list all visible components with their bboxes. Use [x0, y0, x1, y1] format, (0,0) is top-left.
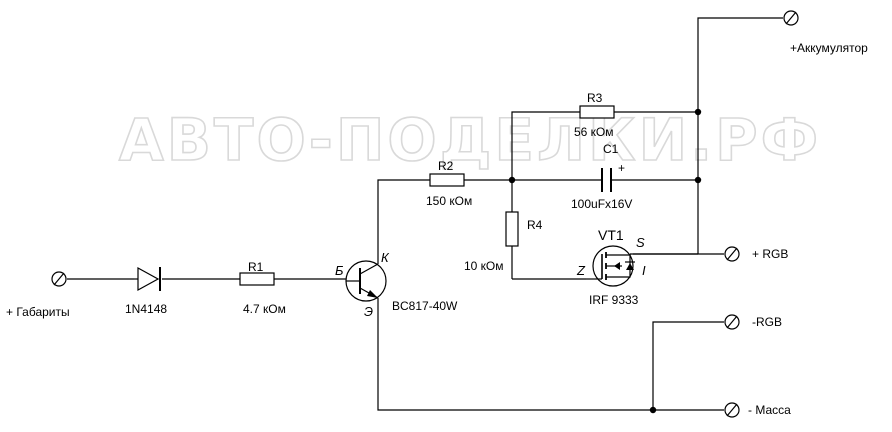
q1-pin-e: Э — [364, 304, 373, 319]
junctions — [508, 108, 702, 414]
vt1-pin-i: I — [642, 263, 646, 278]
q1-pin-b: Б — [335, 263, 344, 278]
c1-polarity: + — [618, 161, 625, 175]
junction-dot — [508, 176, 516, 184]
c1-ref: C1 — [603, 142, 619, 156]
collector-wire — [377, 179, 430, 264]
r3-left-wire — [511, 111, 580, 180]
junction-dot — [694, 176, 702, 184]
terminal-ground — [724, 402, 740, 418]
label-rgb-plus: + RGB — [752, 247, 788, 261]
resistor-r1 — [239, 272, 275, 286]
r2-value: 150 кОм — [426, 194, 472, 208]
d1-value: 1N4148 — [125, 302, 167, 316]
body-diode-icon — [626, 263, 634, 270]
emitter-arrow-icon — [367, 290, 378, 298]
vt1-value: IRF 9333 — [589, 293, 639, 307]
q1-value: BC817-40W — [392, 299, 458, 313]
resistor-r3 — [579, 105, 615, 119]
terminal-parking — [51, 271, 67, 287]
label-rgb-minus: -RGB — [752, 315, 782, 329]
vt1-pin-s: S — [636, 235, 645, 250]
r3-ref: R3 — [587, 91, 603, 105]
capacitor-c1 — [601, 168, 612, 192]
r3-value: 56 кОм — [574, 125, 614, 139]
terminal-rgb-plus — [724, 246, 740, 262]
diode-d1 — [134, 266, 161, 292]
r1-ref: R1 — [248, 260, 264, 274]
wires — [67, 17, 783, 411]
resistor-r2 — [429, 173, 465, 187]
watermark: АВТО-ПОДЕЛКИ.РФ — [119, 106, 821, 174]
mosfet-vt1 — [586, 245, 635, 287]
junction-dot — [649, 406, 657, 414]
junction-dot — [694, 108, 702, 116]
vt1-ref: VT1 — [598, 227, 624, 243]
r4-value: 10 кОм — [464, 259, 504, 273]
terminal-battery — [783, 10, 799, 26]
transistor-q1 — [345, 260, 387, 302]
vt1-pin-z: Z — [576, 263, 586, 278]
r1-value: 4.7 кОм — [243, 302, 286, 316]
label-parking: + Габариты — [6, 305, 70, 319]
r4-ref: R4 — [527, 218, 543, 232]
c1-value: 100uFx16V — [571, 197, 632, 211]
r2-ref: R2 — [438, 159, 454, 173]
terminal-rgb-minus — [724, 314, 740, 330]
label-ground: - Масса — [748, 403, 791, 417]
ground-wire — [377, 298, 724, 411]
q1-pin-k: К — [381, 250, 390, 265]
channel-arrow-icon — [614, 262, 620, 270]
rgb-minus-wire — [652, 321, 724, 410]
label-battery: +Аккумулятор — [790, 41, 868, 55]
resistor-r4 — [505, 211, 519, 247]
battery-wire — [697, 17, 783, 254]
